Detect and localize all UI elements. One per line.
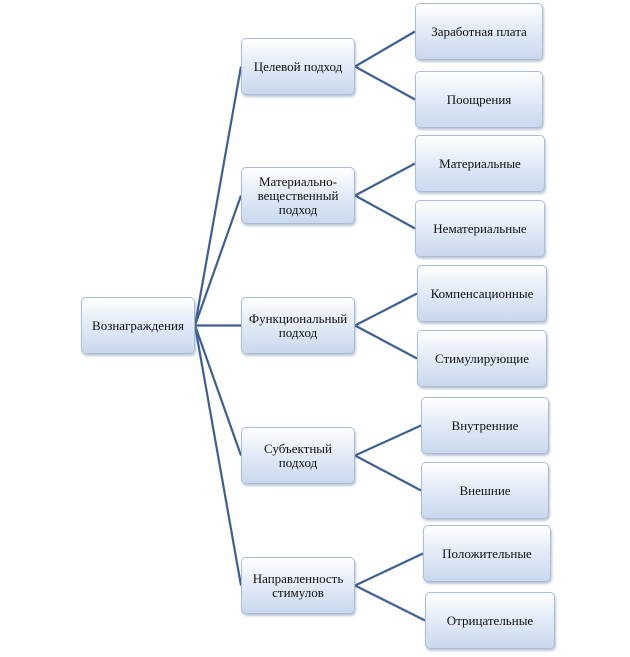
connector-branch-to-leaf bbox=[354, 552, 424, 587]
connector-root-to-branch bbox=[193, 66, 243, 326]
connector-branch-to-leaf bbox=[354, 424, 422, 457]
branch-node-subject-approach: Субъектный подход bbox=[241, 427, 355, 484]
connector-branch-to-leaf bbox=[354, 324, 418, 360]
leaf-node-non-material: Нематериальные bbox=[415, 200, 545, 257]
leaf-node-material: Материальные bbox=[415, 135, 545, 192]
connector-branch-to-leaf bbox=[354, 194, 416, 230]
connector-branch-to-leaf bbox=[354, 292, 418, 327]
branch-node-functional-approach: Функциональный подход bbox=[241, 297, 355, 354]
leaf-node-stimulating: Стимулирующие bbox=[417, 330, 547, 387]
connector-branch-to-leaf bbox=[354, 584, 426, 622]
branch-node-material-approach: Материально- вещественный подход bbox=[241, 167, 355, 224]
leaf-node-negative: Отрицательные bbox=[425, 592, 555, 649]
leaf-node-internal: Внутренние bbox=[421, 397, 549, 454]
connector-branch-to-leaf bbox=[354, 162, 416, 197]
connector-branch-to-leaf bbox=[354, 454, 422, 492]
leaf-node-salary: Заработная плата bbox=[415, 3, 543, 60]
leaf-node-bonuses: Поощрения bbox=[415, 71, 543, 128]
connector-root-to-branch bbox=[193, 325, 243, 456]
connector-branch-to-leaf bbox=[354, 30, 416, 68]
leaf-node-compensation: Компенсационные bbox=[417, 265, 547, 322]
connector-branch-to-leaf bbox=[354, 65, 416, 101]
branch-node-incentive-direction: Направленность стимулов bbox=[241, 557, 355, 614]
leaf-node-positive: Положительные bbox=[423, 525, 551, 582]
connector-root-to-branch bbox=[193, 195, 243, 326]
leaf-node-external: Внешние bbox=[421, 462, 549, 519]
branch-node-target-approach: Целевой подход bbox=[241, 38, 355, 95]
root-node: Вознаграждения bbox=[81, 297, 195, 354]
connector-root-to-branch bbox=[193, 325, 243, 586]
